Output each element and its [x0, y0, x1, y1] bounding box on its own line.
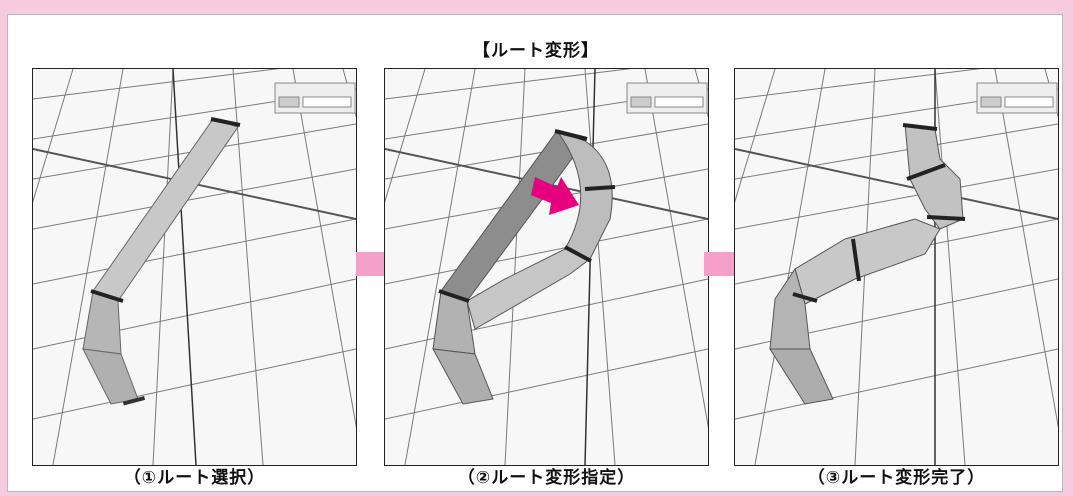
grid-scene-1: [33, 69, 356, 465]
figure-title: 【ルート変形】: [473, 41, 599, 61]
caption-step-1: （①ルート選択）: [123, 468, 266, 488]
caption-step-2: （②ルート変形指定）: [457, 468, 636, 488]
grid-scene-2: [385, 69, 708, 465]
top-band: [0, 0, 1073, 14]
toolbar-icon[interactable]: [274, 82, 356, 114]
direction-arrow-icon: [531, 177, 579, 215]
viewport-route-complete[interactable]: [734, 68, 1059, 466]
caption-step-3: （③ルート変形完了）: [807, 468, 986, 488]
grid-scene-3: [735, 69, 1058, 465]
viewport-route-deform[interactable]: [384, 68, 709, 466]
toolbar-icon[interactable]: [976, 82, 1058, 114]
toolbar-icon[interactable]: [626, 82, 708, 114]
figure-panel: 【ルート変形】: [7, 14, 1063, 492]
viewport-route-select[interactable]: [32, 68, 357, 466]
